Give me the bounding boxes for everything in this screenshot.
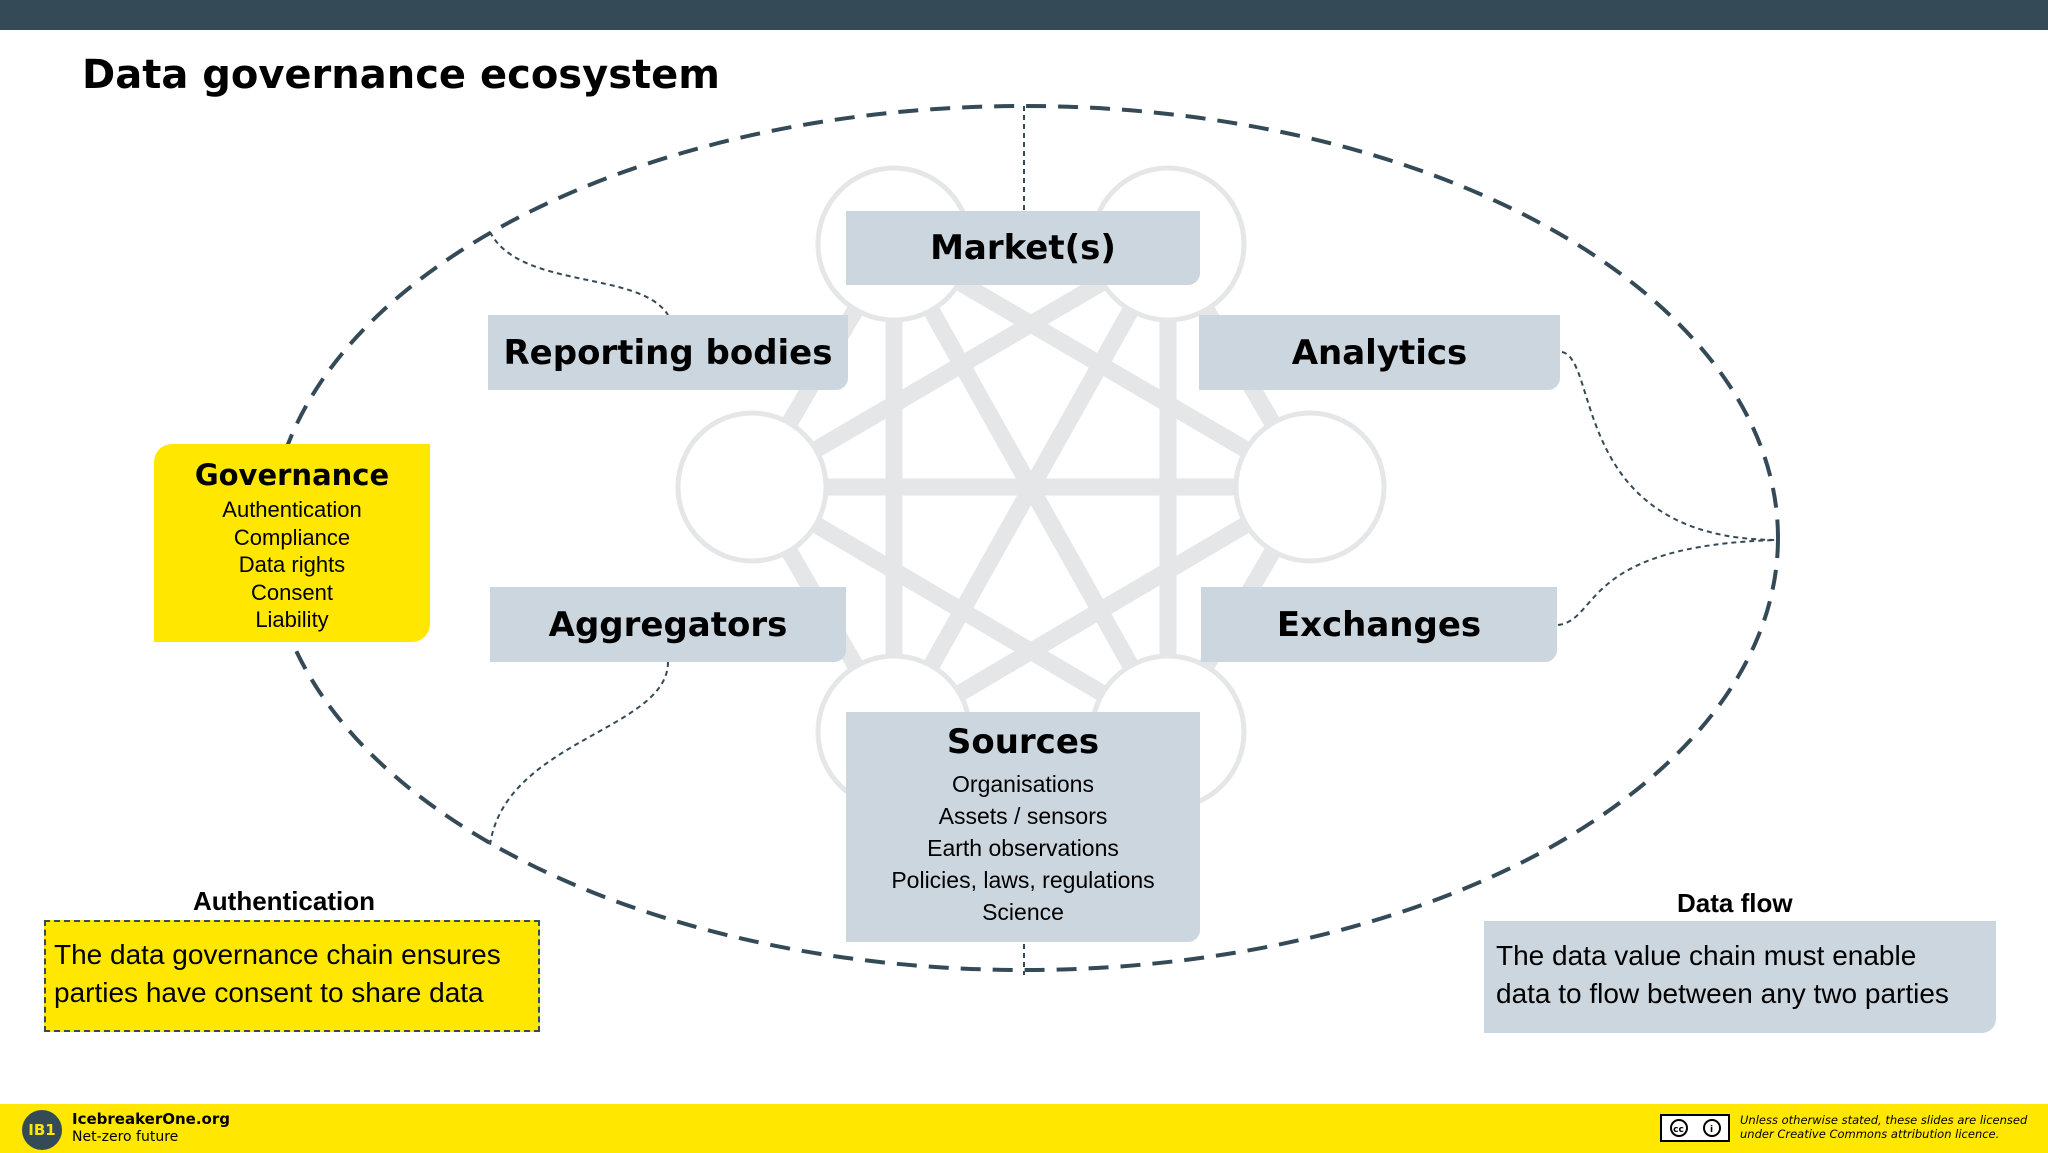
node-markets: Market(s)	[846, 211, 1200, 285]
authentication-text-line: The data governance chain ensures	[54, 939, 501, 970]
node-analytics: Analytics	[1199, 315, 1560, 390]
governance-item: Compliance	[233, 524, 351, 550]
sources-item: Policies, laws, regulations	[891, 867, 1155, 893]
governance-item: Consent	[251, 579, 333, 605]
governance-box: Governance Authentication Compliance Dat…	[154, 444, 430, 642]
governance-item: Authentication	[222, 497, 362, 522]
footer-org-link[interactable]: IcebreakerOne.org	[72, 1110, 230, 1128]
data-flow-label: Data flow	[1677, 888, 1793, 918]
node-exchanges: Exchanges	[1201, 587, 1557, 662]
governance-item: Data rights	[238, 552, 346, 577]
page-title: Data governance ecosystem	[82, 52, 720, 98]
authentication-text-line: parties have consent to share data	[54, 977, 484, 1008]
node-reporting-bodies: Reporting bodies	[488, 315, 848, 390]
authentication-note: The data governance chain ensures partie…	[44, 920, 540, 1032]
data-flow-text-line: data to flow between any two parties	[1496, 978, 1949, 1009]
connector-curves	[489, 231, 1779, 846]
node-sources: Sources Organisations Assets / sensors E…	[846, 712, 1200, 942]
node-aggregators: Aggregators	[490, 587, 846, 662]
license-line: Unless otherwise stated, these slides ar…	[1740, 1113, 2028, 1127]
sources-item: Organisations	[952, 771, 1094, 797]
governance-item: Liability	[255, 607, 329, 632]
sources-item: Earth observations	[927, 835, 1119, 861]
top-bar	[0, 0, 2048, 30]
cc-license-icon: cc i	[1660, 1114, 1730, 1142]
by-icon: i	[1702, 1119, 1721, 1137]
governance-title: Governance	[194, 458, 390, 492]
footer-tagline: Net-zero future	[72, 1129, 179, 1145]
ib1-logo: IB1	[22, 1110, 62, 1150]
data-flow-note: The data value chain must enable data to…	[1484, 921, 1996, 1033]
sources-item: Science	[982, 899, 1064, 925]
license-text: Unless otherwise stated, these slides ar…	[1740, 1113, 2027, 1141]
cc-icon: cc	[1669, 1119, 1688, 1137]
sources-title: Sources	[946, 722, 1100, 762]
license-line: under Creative Commons attribution licen…	[1740, 1127, 2000, 1141]
data-flow-text-line: The data value chain must enable	[1496, 940, 1917, 971]
authentication-label: Authentication	[193, 886, 375, 916]
sources-item: Assets / sensors	[938, 803, 1108, 829]
